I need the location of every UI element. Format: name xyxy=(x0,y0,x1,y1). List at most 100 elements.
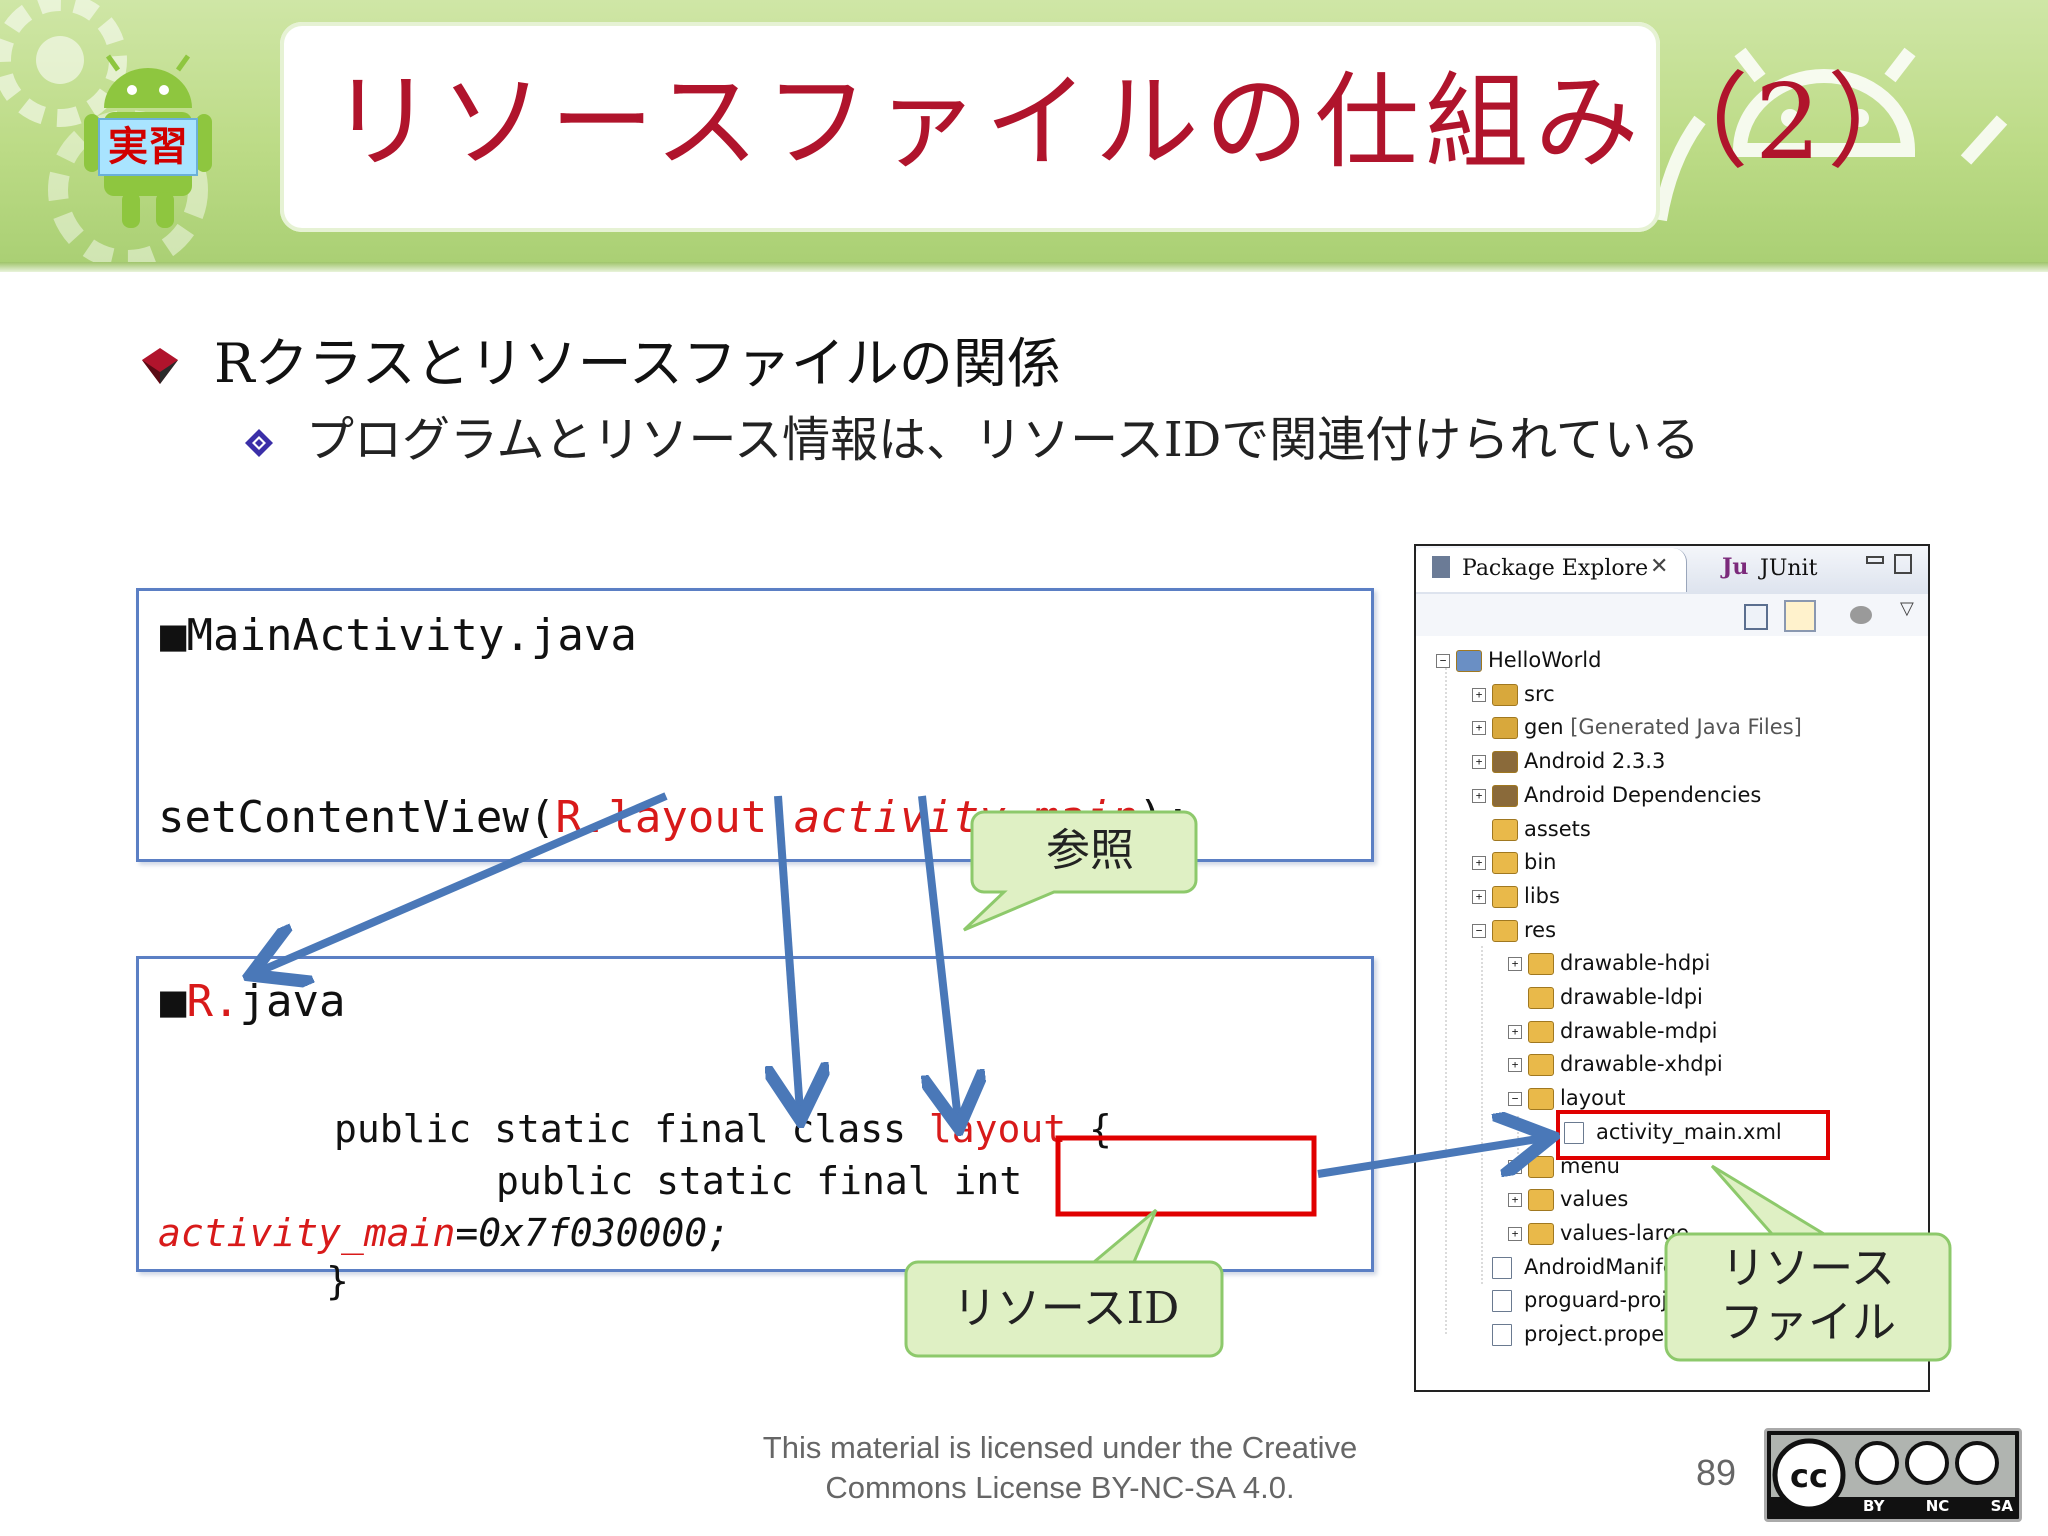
folder-icon xyxy=(1528,953,1554,975)
cc-label-by: BY xyxy=(1863,1497,1885,1515)
collapse-icon[interactable]: − xyxy=(1508,1092,1522,1106)
arrow-to-rjava xyxy=(258,792,668,972)
tree-item-label[interactable]: activity_main.xml xyxy=(1596,1120,1782,1144)
tab-close-icon[interactable]: ✕ xyxy=(1650,554,1669,579)
expand-icon[interactable]: + xyxy=(1508,1193,1522,1207)
folder-icon xyxy=(1492,886,1518,908)
library-icon xyxy=(1492,785,1518,807)
junit-icon: Ju xyxy=(1722,554,1749,580)
tab-package-explorer-label: Package Explore xyxy=(1462,556,1649,581)
code-prefix: setContentView( xyxy=(158,792,556,843)
folder-icon xyxy=(1528,1054,1554,1076)
folder-icon xyxy=(1528,1021,1554,1043)
expand-icon[interactable]: + xyxy=(1472,890,1486,904)
bullet-level1: Rクラスとリソースファイルの関係 xyxy=(214,332,1061,395)
cc-logo-icon: cc xyxy=(1771,1435,2015,1512)
page-number: 89 xyxy=(1696,1452,1737,1493)
rjava-title-r: R. xyxy=(186,976,240,1027)
folder-icon xyxy=(1492,819,1518,841)
tree-item-label[interactable]: src xyxy=(1524,682,1555,706)
callout-resource-id: リソースID xyxy=(952,1283,1180,1334)
cc-label-nc: NC xyxy=(1925,1497,1950,1515)
link-with-editor-icon[interactable] xyxy=(1784,600,1816,632)
callout-resource-file-shape xyxy=(1664,1164,1952,1362)
xml-file-icon xyxy=(1492,1257,1512,1279)
tree-item-label[interactable]: assets xyxy=(1524,817,1591,841)
expand-icon[interactable]: + xyxy=(1472,856,1486,870)
tree-item-label[interactable]: drawable-hdpi xyxy=(1560,951,1711,975)
android-outline-icon xyxy=(1653,47,2008,222)
folder-icon xyxy=(1528,987,1554,1009)
view-menu-icon[interactable] xyxy=(1850,606,1872,624)
folder-icon xyxy=(1528,1189,1554,1211)
minimize-icon[interactable] xyxy=(1866,556,1884,564)
expand-icon[interactable]: + xyxy=(1508,1025,1522,1039)
rjava-field-line: public static final int xyxy=(496,1159,1023,1203)
tree-item-extra: [Generated Java Files] xyxy=(1563,715,1802,739)
resource-id-highlight xyxy=(1055,1135,1317,1217)
expand-icon[interactable]: + xyxy=(1472,688,1486,702)
package-explorer-icon xyxy=(1432,556,1450,578)
rjava-code-box xyxy=(136,956,1374,1272)
expand-icon[interactable]: + xyxy=(1472,755,1486,769)
arrow-bullet-icon xyxy=(142,348,178,384)
tree-item-label[interactable]: Android Dependencies xyxy=(1524,783,1762,807)
folder-icon xyxy=(1492,852,1518,874)
rjava-title-mark: ■ xyxy=(160,976,187,1027)
cc-label-sa: SA xyxy=(1990,1497,2013,1515)
arrow-to-resource-file xyxy=(1317,1138,1544,1178)
callout-resource-id-shape xyxy=(904,1208,1224,1358)
arrow-to-field xyxy=(918,795,958,1120)
expand-icon[interactable]: + xyxy=(1472,721,1486,735)
cc-license-badge: cc BY NC SA xyxy=(1764,1428,2022,1522)
tree-item-label[interactable]: values xyxy=(1560,1187,1629,1211)
tree-item-label[interactable]: gen [Generated Java Files] xyxy=(1524,715,1802,739)
expand-icon[interactable]: + xyxy=(1508,1227,1522,1241)
rjava-field-value: =0x7f030000; xyxy=(455,1211,730,1255)
code-layout: layout. xyxy=(608,792,794,843)
source-folder-icon xyxy=(1492,684,1518,706)
tree-item-label[interactable]: res xyxy=(1524,918,1557,942)
chevron-down-icon[interactable]: ▽ xyxy=(1900,598,1914,619)
tab-junit[interactable]: JUnit xyxy=(1760,556,1818,581)
title-panel xyxy=(280,22,1660,232)
expand-icon[interactable]: + xyxy=(1508,1058,1522,1072)
rjava-field-name: activity_main xyxy=(158,1211,456,1255)
header-shadow xyxy=(0,262,2048,272)
practice-badge: 実習 xyxy=(98,118,198,176)
tree-item-label[interactable]: values-large xyxy=(1560,1221,1690,1245)
sa-icon xyxy=(1955,1441,1999,1485)
expand-icon[interactable]: + xyxy=(1508,957,1522,971)
callout-reference-shape xyxy=(962,810,1198,932)
tree-item-label[interactable]: Android 2.3.3 xyxy=(1524,749,1666,773)
folder-icon xyxy=(1492,920,1518,942)
arrow-to-layout-class xyxy=(778,795,800,1112)
tree-item-label[interactable]: bin xyxy=(1524,850,1557,874)
collapse-icon[interactable]: − xyxy=(1472,924,1486,938)
license-text: This material is licensed under the Crea… xyxy=(720,1428,1400,1509)
diamond-bullet-icon xyxy=(245,429,273,457)
explorer-toolbar xyxy=(1416,594,1928,636)
expand-icon[interactable]: + xyxy=(1472,789,1486,803)
collapse-all-icon[interactable] xyxy=(1744,604,1768,630)
tree-item-label[interactable]: project.properties xyxy=(1524,1322,1711,1346)
tree-item-label[interactable]: menu xyxy=(1560,1154,1620,1178)
by-icon xyxy=(1855,1441,1899,1485)
tree-item-label[interactable]: drawable-mdpi xyxy=(1560,1019,1718,1043)
tree-item-label[interactable]: libs xyxy=(1524,884,1560,908)
text-file-icon xyxy=(1492,1290,1512,1312)
tree-item-label[interactable]: drawable-xhdpi xyxy=(1560,1052,1723,1076)
collapse-icon[interactable]: − xyxy=(1436,654,1450,668)
tree-item-label[interactable]: HelloWorld xyxy=(1488,648,1602,672)
callout-reference: 参照 xyxy=(1046,825,1134,876)
tree-item-label[interactable]: layout xyxy=(1560,1086,1626,1110)
source-folder-icon xyxy=(1492,717,1518,739)
svg-text:cc: cc xyxy=(1790,1457,1828,1495)
library-icon xyxy=(1492,751,1518,773)
callout-resource-file-line2: ファイル xyxy=(1720,1297,1896,1348)
maximize-icon[interactable] xyxy=(1894,554,1912,574)
bullet-level2: プログラムとリソース情報は、リソースIDで関連付けられている xyxy=(306,412,1700,468)
tab-package-explorer[interactable] xyxy=(1416,548,1687,592)
tree-item-label[interactable]: drawable-ldpi xyxy=(1560,985,1703,1009)
